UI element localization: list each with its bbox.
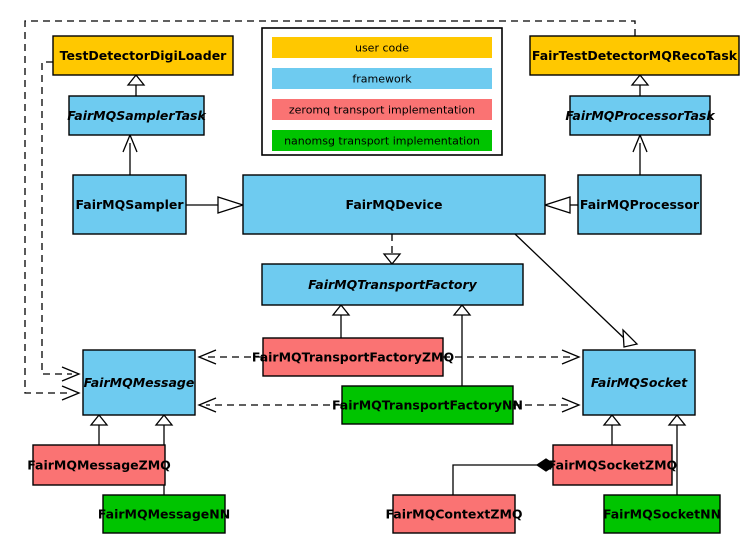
class-node-FairMQTransportFactoryZMQ[interactable]: FairMQTransportFactoryZMQ [252,337,454,377]
class-node-label: FairMQTransportFactoryZMQ [252,350,454,365]
class-node-FairMQSamplerTask[interactable]: FairMQSamplerTask [67,95,206,136]
class-node-label: FairMQProcessor [580,197,700,212]
class-node-label: FairMQMessageNN [98,507,230,522]
class-node-FairTestDetectorMQRecoTask[interactable]: FairTestDetectorMQRecoTask [529,35,740,76]
class-node-box[interactable] [262,337,444,377]
arrowhead-processor-to-device [542,196,571,214]
class-node-FairMQProcessor[interactable]: FairMQProcessor [577,174,702,235]
class-node-box[interactable] [32,444,166,486]
class-node-box[interactable] [529,35,740,76]
arrowhead-digiloader-to-message [61,366,81,382]
class-node-label: FairMQSampler [75,197,184,212]
class-node-FairMQSocket[interactable]: FairMQSocket [582,349,696,416]
class-node-box[interactable] [82,349,196,416]
class-node-label: FairMQContextZMQ [385,507,522,522]
class-node-box[interactable] [52,35,234,76]
arrowhead-samplertask-to-digiloader [126,73,146,86]
class-node-label: FairMQMessageZMQ [27,458,171,473]
class-node-label: FairMQDevice [346,197,443,212]
legend-item-1: framework [272,68,492,89]
legend-label: zeromq transport implementation [289,104,475,117]
edge-digiloader-to-message [41,61,72,375]
class-node-box[interactable] [341,385,514,425]
legend: user code framework zeromq transport imple… [261,27,503,156]
class-node-label: FairMQMessage [84,375,195,390]
legend-label: nanomsg transport implementation [284,135,480,148]
class-node-box[interactable] [603,494,721,534]
class-node-box[interactable] [72,174,187,235]
arrowhead-recotask-to-message [61,385,81,401]
class-node-TestDetectorDigiLoader[interactable]: TestDetectorDigiLoader [52,35,234,76]
class-node-FairMQProcessorTask[interactable]: FairMQProcessorTask [565,95,715,136]
arrowhead-device-to-transportfactory [382,253,402,266]
class-node-box[interactable] [577,174,702,235]
arrowhead-device-to-socket [622,328,639,348]
legend-swatch [272,130,492,151]
class-node-box[interactable] [261,263,524,306]
nodes-layer: TestDetectorDigiLoader FairTestDetectorMQ… [27,35,740,534]
class-node-FairMQContextZMQ[interactable]: FairMQContextZMQ [385,494,523,534]
class-node-FairMQSocketNN[interactable]: FairMQSocketNN [603,494,721,534]
class-node-FairMQTransportFactory[interactable]: FairMQTransportFactory [261,263,524,306]
edge-socketzmq-composition-contextzmq [452,464,537,495]
legend-label: framework [352,73,412,86]
arrowhead-socketzmq-to-socket [602,413,622,426]
arrowhead-sampler-to-device [217,196,246,214]
legend-items-layer: user code framework zeromq transport imple… [272,37,492,151]
class-node-FairMQSampler[interactable]: FairMQSampler [72,174,187,235]
arrowhead-tfnn-to-message [197,397,217,413]
legend-label: user code [355,42,409,55]
class-node-label: TestDetectorDigiLoader [60,48,228,63]
arrowhead-messagenn-to-message [154,413,174,426]
arrowhead-processortask-to-recotask [630,73,650,86]
class-node-label: FairMQProcessorTask [565,108,715,123]
legend-item-0: user code [272,37,492,58]
legend-item-3: nanomsg transport implementation [272,130,492,151]
class-node-FairMQMessage[interactable]: FairMQMessage [82,349,196,416]
class-node-box[interactable] [392,494,516,534]
class-node-box[interactable] [569,95,711,136]
class-node-FairMQDevice[interactable]: FairMQDevice [242,174,546,235]
class-node-box[interactable] [552,444,673,486]
class-node-label: FairMQTransportFactory [308,277,477,292]
class-node-box[interactable] [242,174,546,235]
class-node-label: FairMQSocketZMQ [548,458,677,473]
legend-swatch [272,37,492,58]
arrowhead-tfzmq-to-socket [561,349,581,365]
arrowhead-tfzmq-to-message [197,349,217,365]
class-node-label: FairMQTransportFactoryNN [332,398,523,413]
class-node-FairMQMessageNN[interactable]: FairMQMessageNN [98,494,230,534]
class-node-FairMQMessageZMQ[interactable]: FairMQMessageZMQ [27,444,171,486]
class-node-box[interactable] [582,349,696,416]
legend-item-2: zeromq transport implementation [272,99,492,120]
arrowhead-messagezmq-to-message [89,413,109,426]
class-node-label: FairMQSamplerTask [67,108,206,123]
class-node-label: FairMQSocket [591,375,688,390]
arrowhead-tfzmq-to-tf [331,303,351,316]
class-node-FairMQSocketZMQ[interactable]: FairMQSocketZMQ [548,444,677,486]
edge-recotask-to-message [24,20,636,394]
arrowhead-socketnn-to-socket [667,413,687,426]
class-node-box[interactable] [102,494,226,534]
legend-swatch [272,68,492,89]
class-node-box[interactable] [68,95,205,136]
class-node-label: FairMQSocketNN [603,507,721,522]
arrowhead-tfnn-to-tf [452,303,472,316]
class-node-FairMQTransportFactoryNN[interactable]: FairMQTransportFactoryNN [332,385,523,425]
edge-device-to-socket [514,233,628,342]
class-node-label: FairTestDetectorMQRecoTask [532,48,738,63]
arrowhead-tfnn-to-socket [561,397,581,413]
legend-swatch [272,99,492,120]
